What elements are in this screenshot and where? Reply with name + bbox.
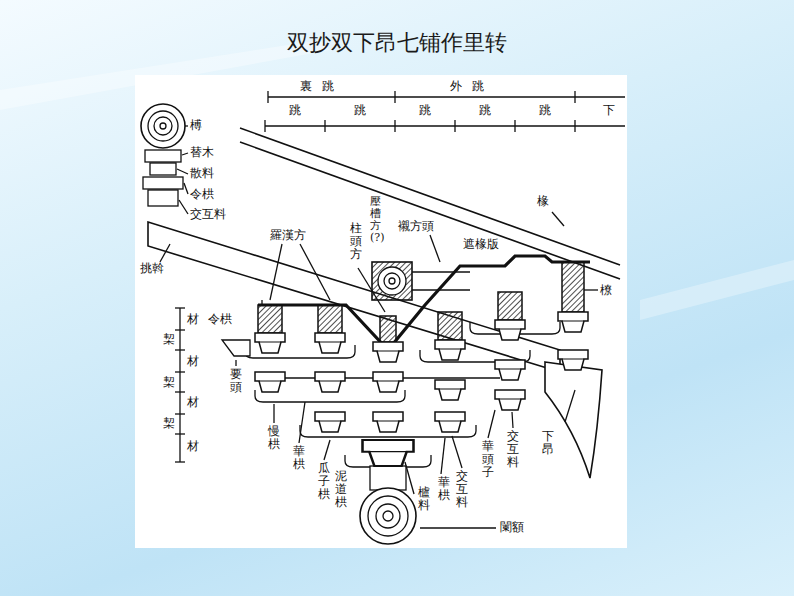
vertical-part-label: 櫨料 (418, 486, 430, 512)
vertical-part-label: 慢栱 (268, 425, 280, 451)
part-label: 裏跳 (300, 80, 344, 94)
vertical-part-label: 交互料 (456, 470, 468, 510)
part-label: 令栱 (208, 313, 232, 327)
part-label: 跳 (419, 104, 431, 118)
part-label: 榑 (190, 119, 202, 133)
part-label: 遮椽版 (463, 238, 499, 252)
part-label: 材 (187, 440, 199, 454)
part-label: 散料 (190, 167, 214, 181)
part-label: 羅漢方 (270, 229, 306, 243)
part-label: 栔 (163, 376, 175, 390)
part-label: 跳 (289, 104, 301, 118)
part-label: 材 (187, 396, 199, 410)
part-label: 交互料 (190, 208, 226, 222)
vertical-part-label: 交互料 (507, 430, 519, 470)
vertical-part-label: 華栱 (293, 445, 305, 471)
part-label: 襯方頭 (398, 220, 434, 234)
vertical-part-label: 壓槽方(?) (370, 196, 381, 244)
vertical-part-label: 華頭子 (482, 440, 494, 480)
part-label: 外跳 (450, 80, 494, 94)
part-label: 椽 (537, 195, 549, 209)
part-label: 材 (187, 313, 199, 327)
part-label: 栔 (163, 333, 175, 347)
vertical-part-label: 下昂 (542, 430, 554, 456)
part-label: 替木 (190, 146, 214, 160)
part-label: 下 (603, 104, 615, 118)
part-label: 跳 (479, 104, 491, 118)
vertical-part-label: 華栱 (438, 476, 450, 502)
part-label: 材 (187, 355, 199, 369)
vertical-part-label: 柱頭方 (350, 222, 362, 262)
part-label: 跳 (539, 104, 551, 118)
vertical-part-label: 瓜子栱 (318, 462, 330, 502)
part-label: 跳 (354, 104, 366, 118)
part-label: 令栱 (190, 188, 214, 202)
part-label: 挑斡 (140, 262, 164, 276)
part-label: 闌額 (500, 521, 524, 535)
vertical-part-label: 要頭 (230, 368, 242, 394)
slide-title: 双抄双下昂七铺作里转 (0, 28, 794, 58)
vertical-part-label: 泥道栱 (335, 470, 347, 510)
part-label: 栔 (163, 417, 175, 431)
part-label: 橑 (600, 284, 612, 298)
